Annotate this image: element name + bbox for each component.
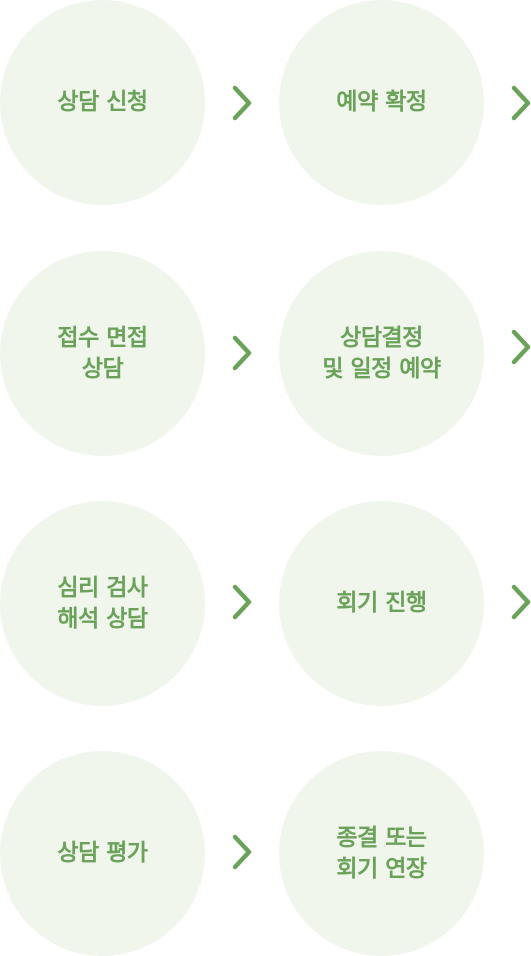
chevron-right-icon — [509, 583, 531, 621]
step-label: 상담 — [81, 355, 124, 382]
step-termination-or-extension: 종결 또는 회기 연장 — [279, 751, 484, 956]
chevron-right-icon — [230, 583, 254, 621]
chevron-right-icon — [509, 328, 531, 366]
step-decision-scheduling: 상담결정 및 일정 예약 — [279, 251, 484, 456]
step-label: 예약 확정 — [336, 89, 427, 115]
step-label: 회기 연장 — [336, 855, 427, 882]
step-label: 접수 면접 — [57, 324, 148, 351]
step-label: 해석 상담 — [57, 605, 148, 632]
step-intake-interview: 접수 면접 상담 — [0, 251, 205, 456]
step-psych-test-interpretation: 심리 검사 해석 상담 — [0, 501, 205, 706]
chevron-right-icon — [230, 84, 254, 122]
step-reservation-confirm: 예약 확정 — [279, 0, 484, 205]
step-session-progress: 회기 진행 — [279, 501, 484, 706]
step-label: 상담결정 — [340, 324, 423, 351]
step-consultation-evaluation: 상담 평가 — [0, 751, 205, 956]
step-label: 및 일정 예약 — [322, 355, 441, 382]
chevron-right-icon — [230, 334, 254, 372]
step-label: 종결 또는 — [336, 824, 427, 851]
step-label: 회기 진행 — [336, 590, 427, 616]
step-label: 심리 검사 — [57, 574, 148, 601]
step-consultation-request: 상담 신청 — [0, 0, 205, 205]
step-label: 상담 평가 — [57, 840, 148, 866]
step-label: 상담 신청 — [57, 89, 148, 115]
chevron-right-icon — [509, 84, 531, 122]
chevron-right-icon — [230, 833, 254, 871]
